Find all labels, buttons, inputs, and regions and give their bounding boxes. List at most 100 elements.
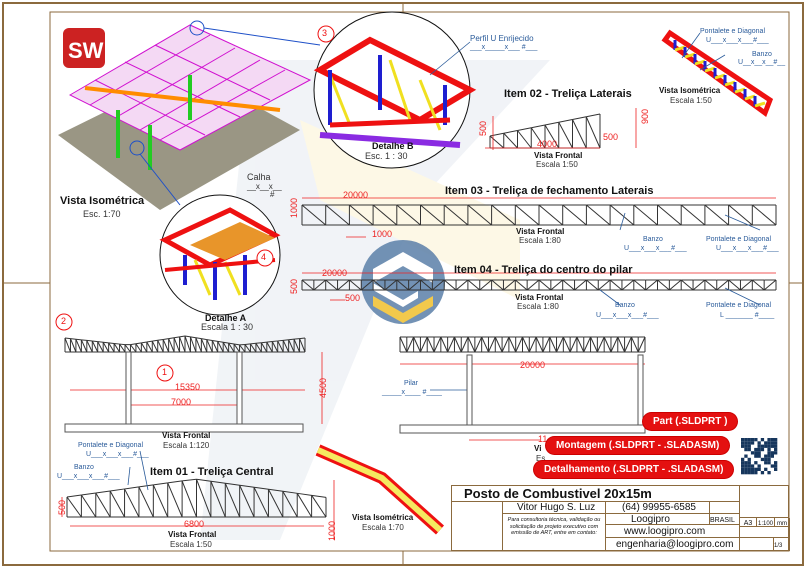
item03-banzo-label: Banzo xyxy=(643,236,663,243)
qr-module xyxy=(764,441,768,445)
top-chord xyxy=(157,338,164,341)
observacoes: Para consultoria técnica, validação ou s… xyxy=(503,514,606,551)
diagonal-member xyxy=(535,336,544,353)
badge-part[interactable]: Part (.SLDPRT ) xyxy=(643,413,738,430)
diagonal-member xyxy=(724,80,736,87)
diagonal-member xyxy=(195,337,202,353)
badge-detalhamento[interactable]: Detalhamento (.SLDPRT - .SLADASM) xyxy=(534,461,734,478)
qr-module xyxy=(767,441,771,445)
qr-module xyxy=(747,467,751,471)
item02-view: Vista Frontal xyxy=(534,151,583,160)
item01-banzo-label: Banzo xyxy=(74,464,94,471)
iso-main-title: Vista Isométrica xyxy=(60,195,145,207)
diagonal-member xyxy=(481,336,489,353)
email[interactable]: engenharia@loogipro.com xyxy=(606,538,740,551)
diagonal-member xyxy=(447,336,455,353)
qr-module xyxy=(747,461,751,465)
diagonal-member xyxy=(740,279,753,291)
diagonal-member xyxy=(184,335,191,353)
item04-title: Item 04 - Treliça do centro do pilar xyxy=(454,264,633,276)
qr-module xyxy=(744,438,748,442)
diagonal-member xyxy=(479,279,492,291)
item02-iso-title: Vista Isométrica xyxy=(659,86,721,95)
diagonal-member xyxy=(610,336,619,353)
diagonal-member xyxy=(714,73,726,80)
item03-pontalete-spec: U___x___x___#___ xyxy=(716,245,779,252)
item04-dim-length: 20000 xyxy=(322,268,348,278)
diagonal-member xyxy=(488,336,496,353)
diagonal-member xyxy=(474,336,483,353)
item04-pontalete-label: Pontalete e Diagonal xyxy=(706,302,771,309)
diagonal-member xyxy=(538,204,564,226)
qr-module xyxy=(744,447,748,452)
diagonal-member xyxy=(503,132,518,149)
top-chord xyxy=(282,490,298,494)
diagonal-member xyxy=(528,336,537,353)
diagonal-member xyxy=(311,495,327,518)
item01-banzo-spec: U___x___x___#___ xyxy=(57,473,120,480)
website[interactable]: www.loogipro.com xyxy=(606,525,740,538)
item03-dim-spacing: 1000 xyxy=(372,229,393,239)
diagonal-member xyxy=(372,204,398,226)
top-chord xyxy=(272,340,278,343)
diagonal-member xyxy=(217,341,224,353)
pilar-spec: _____x____ #____ xyxy=(382,389,442,396)
item01-dim-max: 1000 xyxy=(327,520,337,541)
qr-module xyxy=(750,467,755,471)
qr-module xyxy=(741,467,745,471)
badge-montagem[interactable]: Montagem (.SLDPRT - .SLADASM) xyxy=(546,437,730,454)
qr-module xyxy=(744,464,748,468)
diagonal-member xyxy=(544,124,560,149)
perfil-spec: ___x_____x___ #___ xyxy=(470,44,538,51)
diagonal-member xyxy=(694,59,706,66)
qr-module xyxy=(750,441,755,445)
diagonal-member xyxy=(572,119,587,149)
qr-module xyxy=(754,471,758,475)
item03-dim-length: 20000 xyxy=(343,190,369,200)
diagonal-member xyxy=(530,127,546,149)
qr-module xyxy=(754,438,758,442)
diagonal-member xyxy=(91,340,99,353)
diagonal-member xyxy=(97,341,104,353)
pilar-label: Pilar xyxy=(404,380,419,387)
qr-module xyxy=(774,444,778,448)
diagonal-member xyxy=(135,343,142,353)
diagonal-member xyxy=(508,336,517,353)
diagonal-member xyxy=(244,344,251,353)
top-chord xyxy=(531,124,546,129)
item01-dim-length: 6800 xyxy=(184,519,205,529)
diagonal-member xyxy=(728,204,753,226)
qr-module xyxy=(741,444,745,448)
blank-cell xyxy=(710,502,740,514)
diagonal-member xyxy=(597,279,611,291)
diagonal-member xyxy=(609,204,635,226)
diagonal-member xyxy=(514,204,540,226)
diagonal-member xyxy=(501,336,510,353)
front-left-scale: Escala 1:120 xyxy=(163,441,210,450)
top-chord xyxy=(182,478,197,482)
item02-dim-height: 500 xyxy=(478,120,488,136)
top-chord xyxy=(146,340,153,343)
top-chord xyxy=(168,337,175,340)
top-chord xyxy=(184,335,191,338)
qr-module xyxy=(741,464,745,468)
top-chord xyxy=(206,339,213,341)
diagonal-member xyxy=(585,116,601,149)
qr-module xyxy=(747,444,751,448)
diagonal-member xyxy=(349,279,362,291)
qr-module xyxy=(770,454,774,458)
top-chord xyxy=(167,480,183,484)
diagonal-member xyxy=(586,279,599,291)
item01-pontalete-label: Pontalete e Diagonal xyxy=(78,442,143,449)
perfil-label: Perfil U Enrijecido xyxy=(470,34,534,43)
qr-module xyxy=(750,438,755,442)
diagonal-member xyxy=(277,340,284,353)
qr-module xyxy=(744,471,748,475)
top-chord xyxy=(586,113,601,118)
top-chord xyxy=(212,339,218,342)
diagonal-member xyxy=(109,490,125,518)
qr-module xyxy=(767,471,771,475)
qr-module xyxy=(754,454,758,458)
diagonal-member xyxy=(260,342,268,353)
top-chord xyxy=(153,482,168,486)
